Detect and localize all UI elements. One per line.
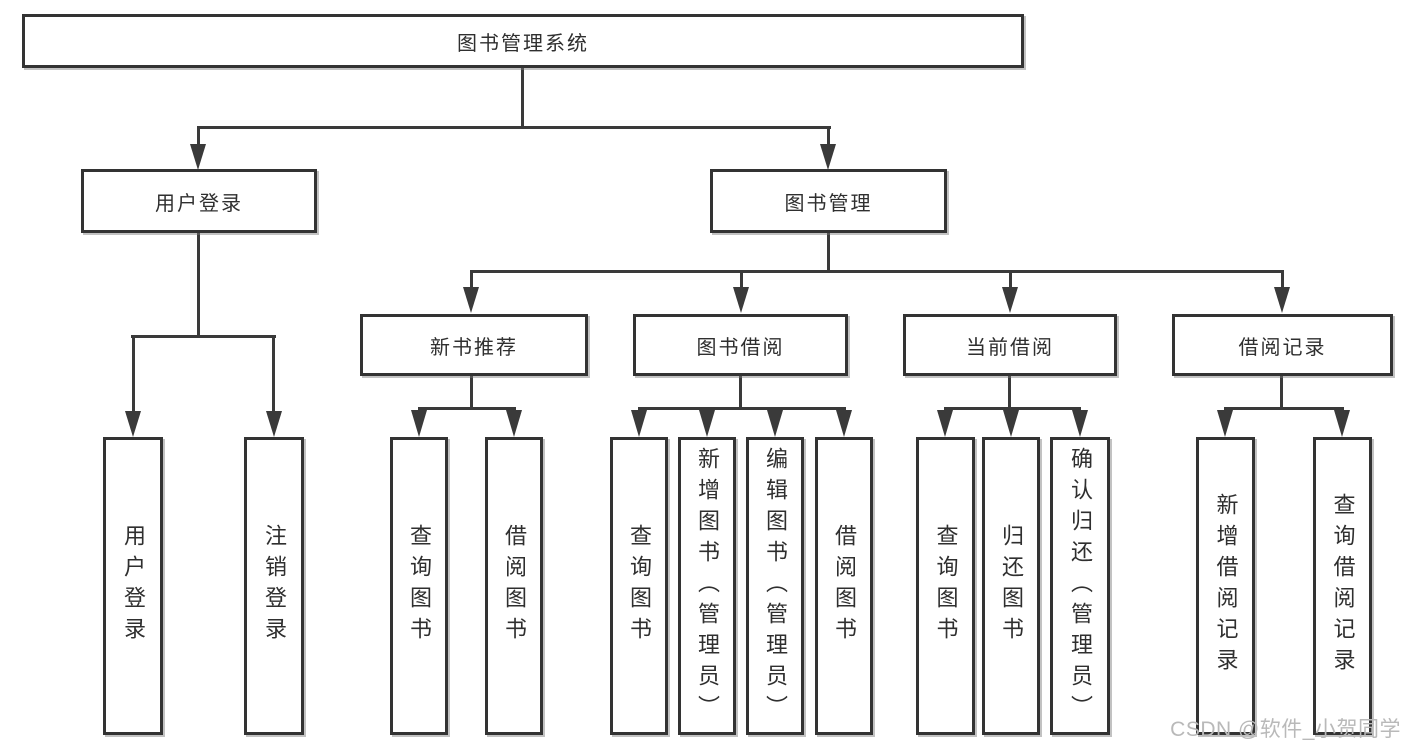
connector-root-split (197, 126, 831, 129)
leaf-label: 借阅图书 (502, 524, 527, 648)
node-library-management-system: 图书管理系统 (22, 14, 1024, 68)
arrow-down-icon (836, 410, 852, 437)
leaf-label: 借阅图书 (832, 524, 857, 648)
connector-book-mgmt-split (470, 270, 1284, 273)
connector-new-books-stub (470, 376, 473, 407)
leaf-label: 新增借阅记录 (1213, 493, 1239, 679)
arrow-down-icon (1002, 287, 1018, 313)
leaf-add-borrow-record: 新增借阅记录 (1196, 437, 1255, 735)
leaf-label: 新增图书（管理员） (695, 446, 720, 726)
leaf-query-books-borrowing: 查询图书 (610, 437, 668, 735)
leaf-add-books-admin: 新增图书（管理员） (678, 437, 736, 735)
leaf-query-borrow-record: 查询借阅记录 (1313, 437, 1372, 735)
connector-borrowing-split (638, 407, 846, 410)
node-label: 图书管理 (784, 192, 873, 215)
node-label: 当前借阅 (966, 336, 1054, 359)
connector-stem-records (1281, 270, 1284, 290)
leaf-borrow-books-borrowing: 借阅图书 (815, 437, 873, 735)
connector-records-stub (1280, 376, 1283, 407)
leaf-label: 查询图书 (627, 524, 652, 648)
connector-user-login-stub (197, 233, 200, 335)
leaf-label: 注销登录 (262, 524, 287, 648)
node-book-management: 图书管理 (710, 169, 947, 233)
connector-stem-leaf (272, 335, 275, 413)
leaf-label: 编辑图书（管理员） (763, 446, 788, 726)
arrow-down-icon (699, 410, 715, 437)
node-label: 用户登录 (155, 192, 243, 215)
arrow-down-icon (937, 410, 953, 437)
leaf-borrow-books-newbooks: 借阅图书 (485, 437, 543, 735)
leaf-confirm-return-admin: 确认归还（管理员） (1050, 437, 1110, 735)
connector-current-stub (1008, 376, 1011, 407)
node-label: 新书推荐 (430, 336, 518, 359)
node-new-book-recommend: 新书推荐 (360, 314, 588, 376)
connector-records-split (1224, 407, 1344, 410)
arrow-down-icon (767, 410, 783, 437)
leaf-label: 查询图书 (933, 524, 959, 648)
node-user-login: 用户登录 (81, 169, 317, 233)
arrow-down-icon (820, 144, 836, 170)
connector-new-books-split (418, 407, 516, 410)
connector-stem-leaf (132, 335, 135, 413)
arrow-down-icon (733, 287, 749, 313)
arrow-down-icon (190, 144, 206, 170)
leaf-query-books-newbooks: 查询图书 (390, 437, 448, 735)
leaf-label: 用户登录 (121, 524, 146, 648)
arrow-down-icon (506, 410, 522, 437)
connector-current-split (944, 407, 1081, 410)
node-label: 图书借阅 (696, 336, 785, 359)
arrow-down-icon (1217, 410, 1233, 437)
connector-stem-current (1009, 270, 1012, 290)
arrow-down-icon (463, 287, 479, 313)
leaf-label: 查询图书 (407, 524, 432, 648)
node-borrowing-records: 借阅记录 (1172, 314, 1393, 376)
node-label: 图书管理系统 (457, 32, 589, 55)
leaf-logout: 注销登录 (244, 437, 304, 735)
connector-book-mgmt-stub (827, 233, 830, 270)
arrow-down-icon (1334, 410, 1350, 437)
node-label: 借阅记录 (1238, 336, 1327, 359)
node-book-borrowing: 图书借阅 (633, 314, 848, 376)
leaf-label: 查询借阅记录 (1330, 493, 1356, 679)
arrow-down-icon (266, 411, 282, 437)
connector-stem-new-books (470, 270, 473, 290)
arrow-down-icon (411, 410, 427, 437)
arrow-down-icon (1274, 287, 1290, 313)
connector-user-login-split (131, 335, 276, 338)
arrow-down-icon (1003, 410, 1019, 437)
leaf-edit-books-admin: 编辑图书（管理员） (746, 437, 804, 735)
connector-stem-book-mgmt (827, 126, 830, 148)
leaf-user-login: 用户登录 (103, 437, 163, 735)
connector-root-stub (521, 68, 524, 126)
leaf-query-books-current: 查询图书 (916, 437, 975, 735)
node-current-borrowing: 当前借阅 (903, 314, 1117, 376)
arrow-down-icon (125, 411, 141, 437)
leaf-label: 归还图书 (999, 524, 1024, 648)
connector-borrowing-stub (739, 376, 742, 407)
connector-stem-user-login (197, 126, 200, 148)
csdn-watermark: CSDN @软件_小贺同学 (1170, 718, 1401, 741)
leaf-label: 确认归还（管理员） (1068, 446, 1093, 726)
leaf-return-books: 归还图书 (982, 437, 1040, 735)
connector-stem-borrowing (740, 270, 743, 290)
arrow-down-icon (1072, 410, 1088, 437)
arrow-down-icon (631, 410, 647, 437)
